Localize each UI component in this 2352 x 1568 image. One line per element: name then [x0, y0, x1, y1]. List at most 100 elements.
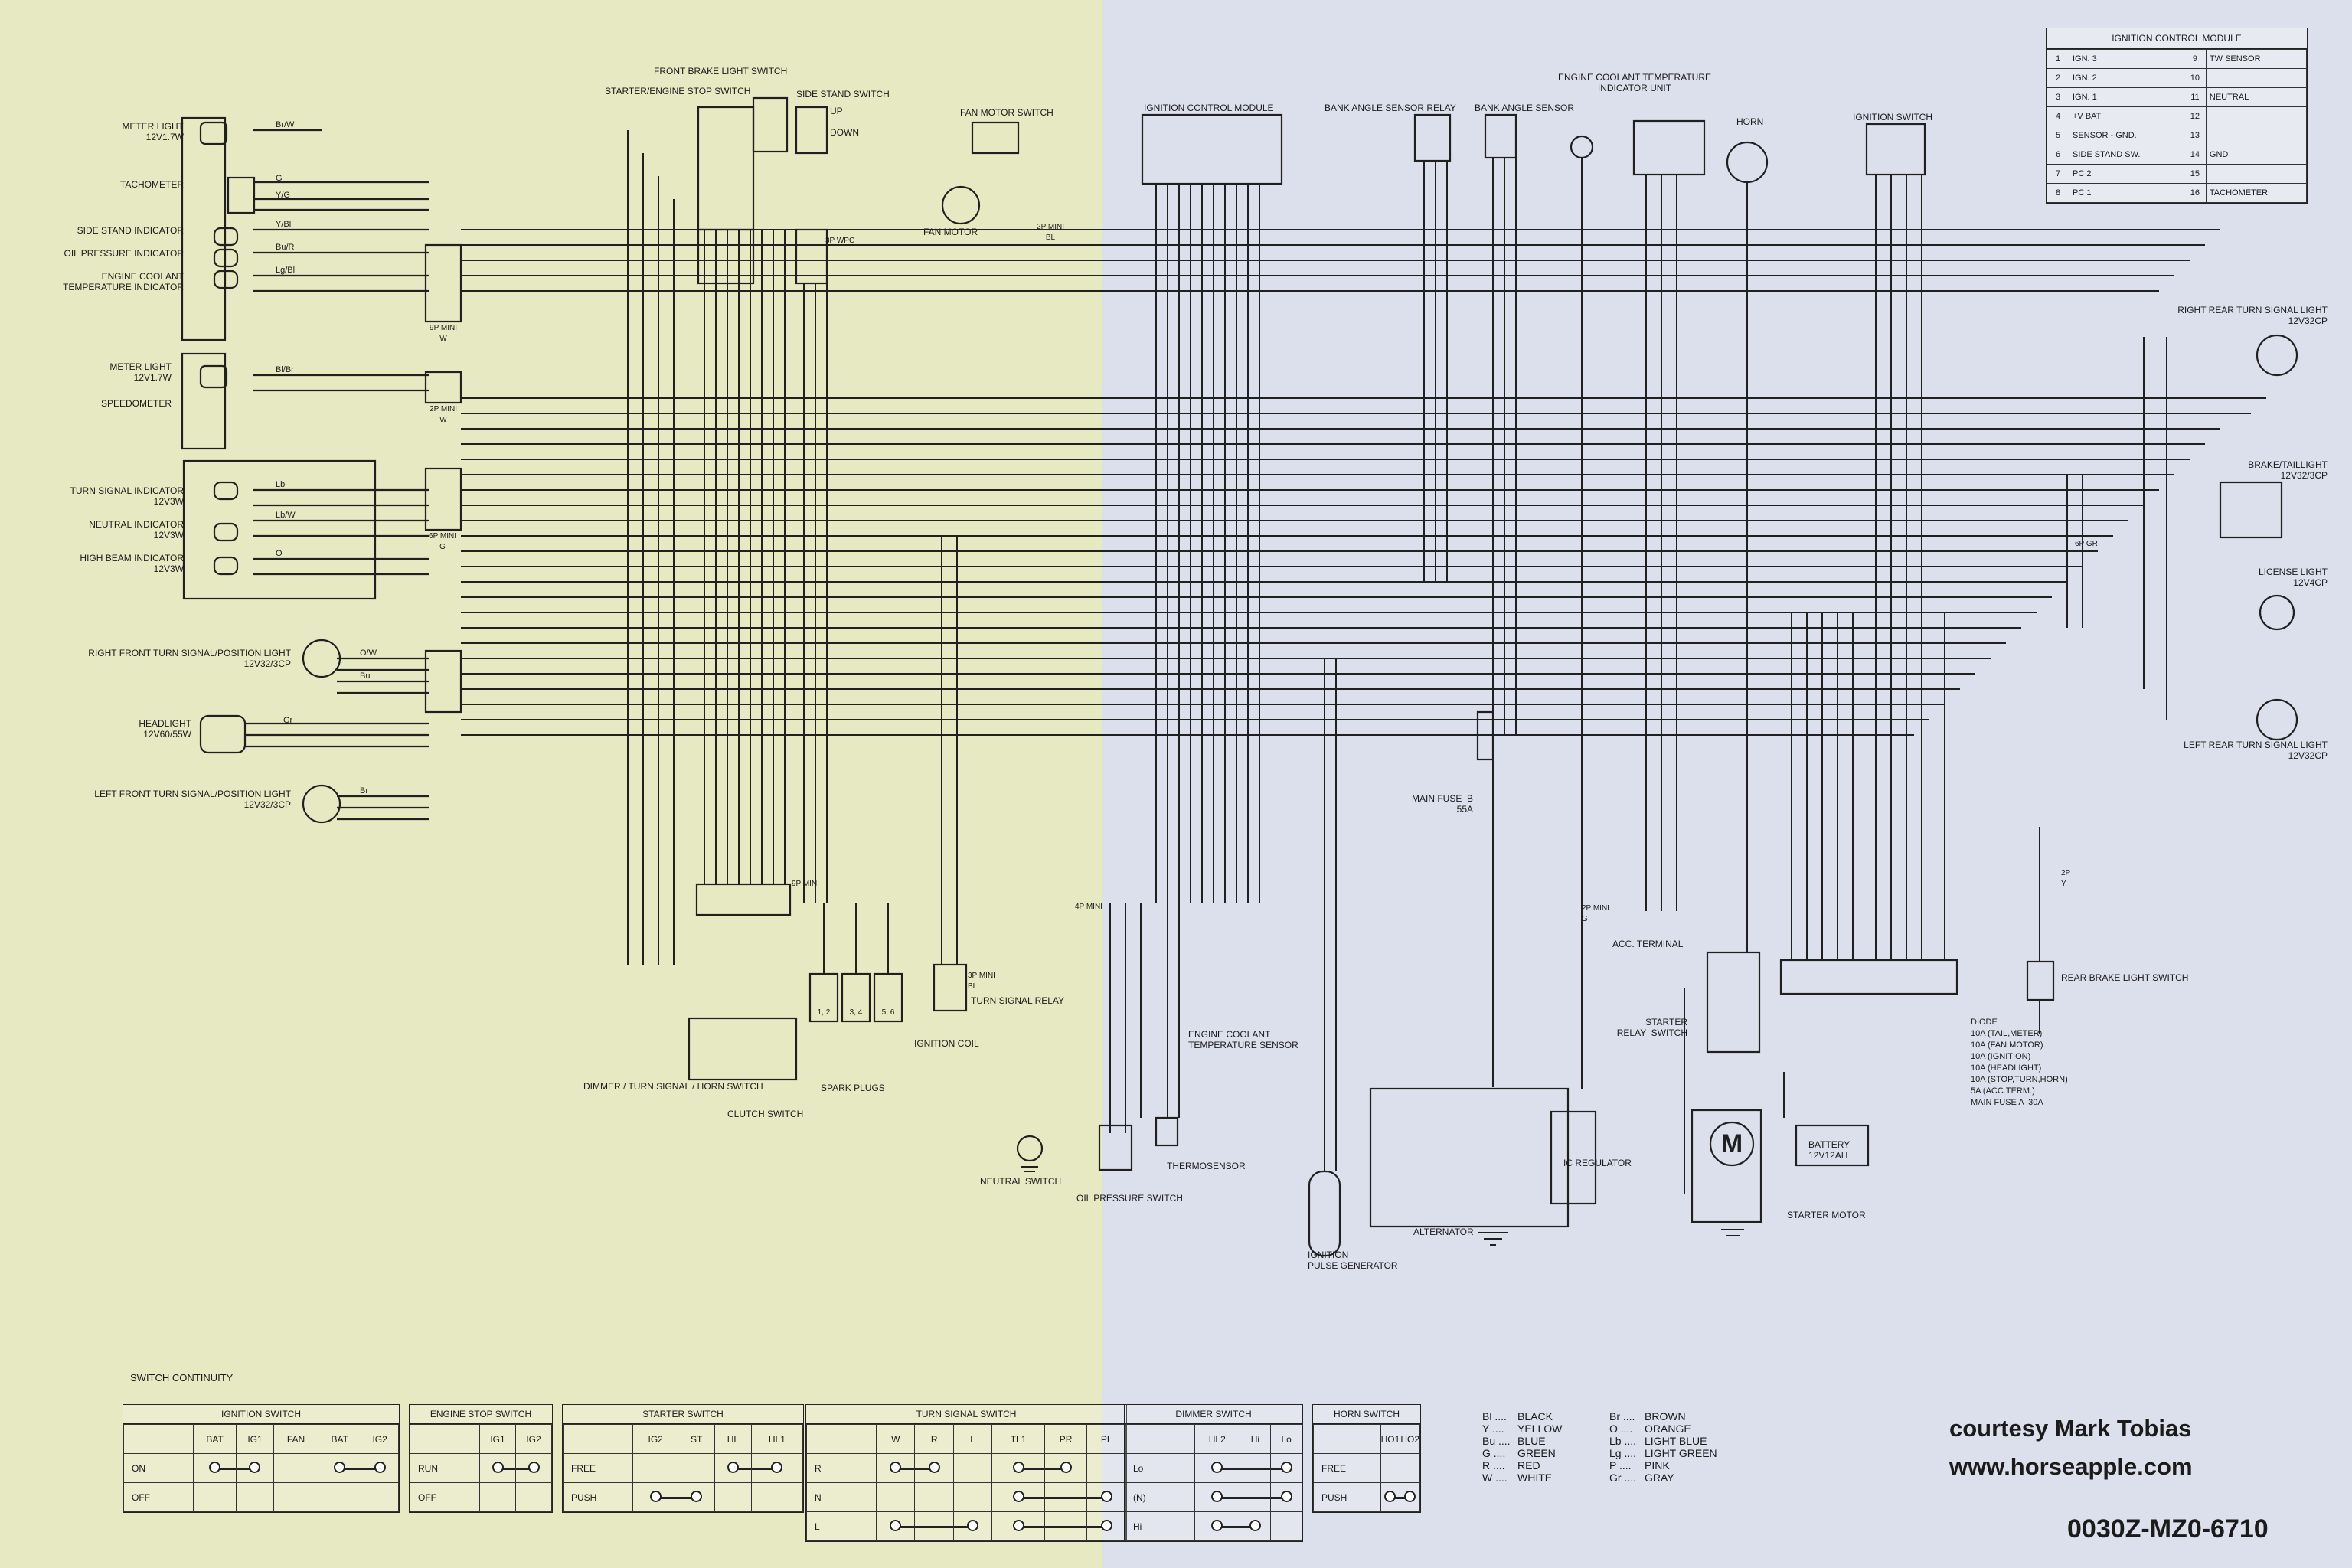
wire-code: Lb	[276, 480, 285, 489]
legend-code: W ....	[1482, 1472, 1508, 1484]
switch-column-header: IG2	[632, 1424, 679, 1454]
wire-code: Bu	[360, 671, 370, 681]
switch-cell	[714, 1482, 752, 1512]
switch-cell	[952, 1453, 993, 1483]
switch-cell	[192, 1453, 237, 1483]
continuity-bar	[1087, 1525, 1107, 1528]
icm-pin-number: 16	[2183, 183, 2207, 203]
switch-cell	[914, 1453, 954, 1483]
continuity-pin	[1100, 1490, 1112, 1502]
legend-code: P ....	[1609, 1459, 1632, 1472]
continuity-bar	[751, 1467, 777, 1470]
switch-column-header: IG2	[361, 1424, 399, 1454]
horn-label: HORN	[1736, 116, 1764, 127]
switch-cell	[875, 1482, 916, 1512]
conn-3p-wpc-label: 3P WPC	[825, 237, 855, 245]
switch-table-title: IGNITION SWITCH	[123, 1405, 399, 1424]
legend-color-name: PINK	[1645, 1459, 1670, 1472]
icm-pin-number: 9	[2183, 49, 2207, 69]
switch-column-header: TL1	[991, 1424, 1045, 1454]
legend-code: Br ....	[1609, 1410, 1635, 1423]
turn-signal-relay-label: TURN SIGNAL RELAY	[971, 995, 1065, 1006]
motor-symbol: M	[1721, 1129, 1743, 1158]
switch-cell	[1086, 1453, 1126, 1483]
wire-code: O/W	[360, 648, 377, 658]
continuity-bar	[1018, 1467, 1044, 1470]
engine-coolant-unit-label: ENGINE COOLANT TEMPERATURE INDICATOR UNI…	[1557, 72, 1712, 93]
oil-pressure-switch-label: OIL PRESSURE SWITCH	[1076, 1193, 1183, 1204]
switch-row-label: ON	[123, 1453, 194, 1483]
continuity-bar	[895, 1467, 915, 1470]
wire-code: Br/W	[276, 120, 295, 129]
switch-column-header: Lo	[1270, 1424, 1302, 1454]
switch-column-header: IG1	[479, 1424, 516, 1454]
legend-color-name: BLUE	[1517, 1435, 1546, 1447]
plug-56-label: 5, 6	[881, 1008, 895, 1017]
switch-cell	[714, 1453, 752, 1483]
wire-code: G	[276, 174, 283, 183]
switch-cell	[1239, 1453, 1272, 1483]
legend-color-name: YELLOW	[1517, 1423, 1563, 1435]
continuity-bar	[1044, 1525, 1087, 1528]
bank-angle-sensor-relay-label: BANK ANGLE SENSOR RELAY	[1325, 103, 1456, 113]
icm-pin-number: 11	[2183, 87, 2207, 107]
switch-cell	[1380, 1482, 1401, 1512]
switch-column-header: W	[875, 1424, 916, 1454]
fuse-label: 10A (HEADLIGHT)	[1971, 1063, 2042, 1073]
icm-pin-number: 3	[2047, 87, 2069, 107]
credit-line-2[interactable]: www.horseapple.com	[1949, 1453, 2193, 1480]
continuity-bar	[1240, 1496, 1271, 1499]
conn-3p-mini-bl-label: 3P MINI Bl	[968, 972, 995, 991]
rear-brake-light-switch-label: REAR BRAKE LIGHT SWITCH	[2061, 972, 2189, 983]
switch-column-header: Hi	[1239, 1424, 1272, 1454]
switch-cell	[875, 1511, 916, 1541]
switch-column-header: HO1	[1380, 1424, 1401, 1454]
continuity-pin	[1060, 1461, 1072, 1473]
continuity-bar	[516, 1467, 534, 1470]
wire-code: Y/Bl	[276, 220, 291, 229]
continuity-pin	[967, 1519, 979, 1531]
continuity-pin	[890, 1519, 902, 1531]
legend-code: Bl ....	[1482, 1410, 1507, 1423]
switch-cell	[515, 1453, 552, 1483]
switch-row-label: Hi	[1125, 1511, 1195, 1541]
legend-color-name: LIGHT BLUE	[1645, 1435, 1707, 1447]
plug-12-label: 1, 2	[817, 1008, 831, 1017]
icm-pin-number: 7	[2047, 164, 2069, 184]
continuity-bar	[678, 1496, 697, 1499]
switch-cell	[991, 1511, 1045, 1541]
thermosensor-label: THERMOSENSOR	[1167, 1161, 1246, 1171]
switch-column-header: HL1	[750, 1424, 804, 1454]
icm-pin-function: GND	[2205, 145, 2308, 165]
switch-corner-cell	[123, 1424, 194, 1454]
right-rear-turn-label: RIGHT REAR TURN SIGNAL LIGHT 12V32CP	[2177, 305, 2328, 326]
license-light-label: LICENSE LIGHT 12V4CP	[2258, 567, 2328, 588]
meter-light-1-label: METER LIGHT 12V1.7W	[122, 121, 184, 142]
switch-cell	[1380, 1453, 1401, 1483]
wire-code: Br	[360, 786, 368, 795]
continuity-pin	[1211, 1519, 1223, 1531]
switch-column-header: PR	[1044, 1424, 1088, 1454]
switch-cell	[361, 1453, 399, 1483]
icm-pin-number: 13	[2183, 126, 2207, 145]
fuse-label: 10A (IGNITION)	[1971, 1052, 2031, 1061]
switch-column-header: ST	[678, 1424, 716, 1454]
legend-code: R ....	[1482, 1459, 1505, 1472]
continuity-pin	[1211, 1461, 1223, 1473]
continuity-bar	[1271, 1496, 1287, 1499]
starter-motor-label: STARTER MOTOR	[1787, 1210, 1866, 1220]
switch-row-label: (N)	[1125, 1482, 1195, 1512]
icm-pin-function: SIDE STAND SW.	[2069, 145, 2184, 165]
switch-column-header: L	[952, 1424, 993, 1454]
switch-cell	[515, 1482, 552, 1512]
switch-cell	[991, 1453, 1045, 1483]
continuity-pin	[492, 1461, 504, 1473]
fan-motor-switch-label: FAN MOTOR SWITCH	[960, 107, 1054, 118]
